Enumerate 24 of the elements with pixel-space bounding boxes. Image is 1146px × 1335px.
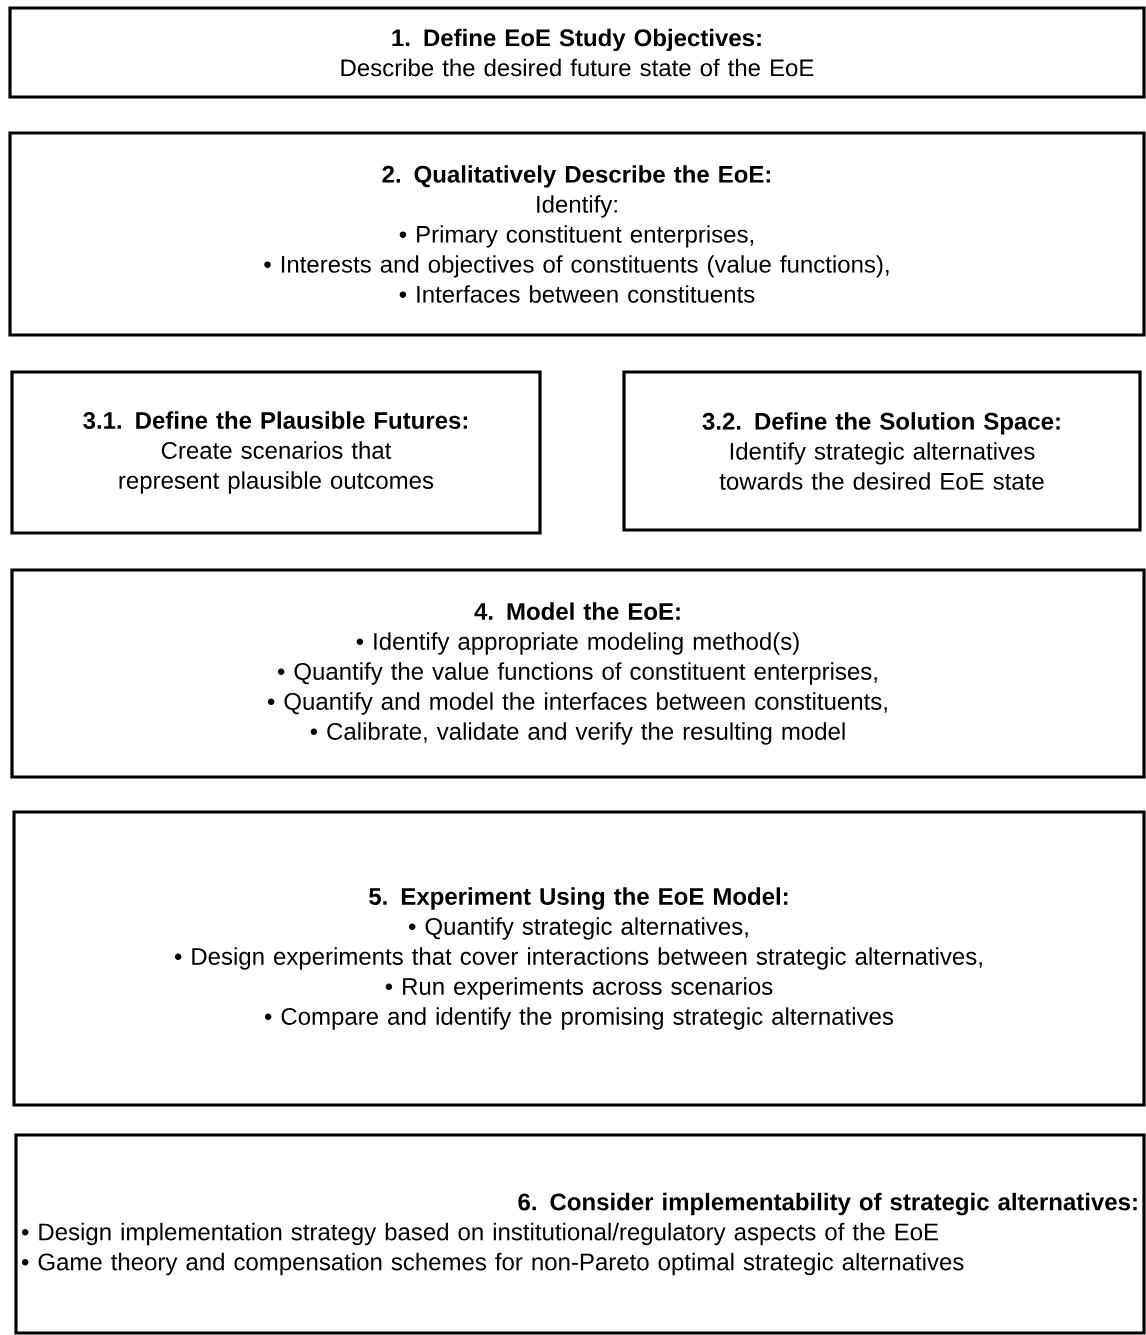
- box-text: • Design experiments that cover interactions between strategic alternatives,: [174, 947, 982, 970]
- box-heading: 3.2. Define the Solution Space:: [702, 412, 1060, 435]
- box-text: Identify strategic alternatives towards the desired EoE state: [719, 442, 1044, 490]
- box-text: Identify:: [537, 195, 617, 218]
- box-text: Create scenarios that represent plausible outcomes: [119, 441, 434, 494]
- box-heading: 1. Define EoE Study Objectives:: [392, 28, 761, 52]
- box-text: • Run experiments across scenarios: [385, 977, 773, 1000]
- box-text: • Quantify strategic alternatives,: [409, 917, 748, 940]
- box-heading: 5. Experiment Using the EoE Model:: [369, 887, 788, 910]
- box-heading: 2. Qualitatively Describe the EoE:: [382, 165, 771, 188]
- box-text: • Quantify the value functions of constituent enterprises,: [277, 662, 877, 685]
- box-text: Describe the desired future state of the EoE: [341, 58, 814, 77]
- box-heading: 6. Consider implementability of strategic alternatives:: [518, 1192, 1137, 1216]
- box-text: • Identify appropriate modeling method(s): [356, 632, 799, 655]
- box-heading: 3.1. Define the Plausible Futures:: [83, 411, 468, 429]
- box-text: • Design implementation strategy based on institutional/regulatory aspects of the EoE: [21, 1222, 938, 1246]
- box-text: • Interests and objectives of constituents (value functions),: [264, 255, 889, 278]
- box-text: • Primary constituent enterprises,: [399, 225, 754, 248]
- box-text: • Calibrate, validate and verify the resulting model: [310, 722, 845, 745]
- box-text: • Interfaces between constituents: [399, 285, 755, 303]
- box-text: • Quantify and model the interfaces between constituents,: [267, 692, 887, 715]
- box-heading: 4. Model the EoE:: [474, 602, 680, 620]
- box-text: • Game theory and compensation schemes for non-Pareto optimal strategic alternatives: [21, 1252, 964, 1276]
- box-text: • Compare and identify the promising strategic alternatives: [264, 1007, 894, 1030]
